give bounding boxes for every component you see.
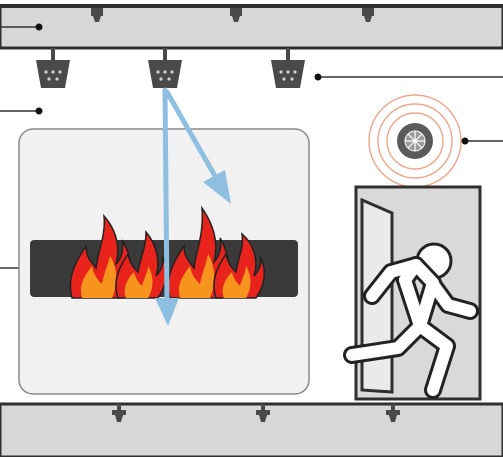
lower-floor-band	[0, 402, 503, 457]
runner-limb-fill	[426, 277, 476, 317]
runner-limb-fill	[346, 320, 426, 361]
runner-limb-fill	[399, 274, 426, 332]
runner-limb-fill	[366, 259, 422, 302]
leader-dot	[35, 23, 43, 31]
floor-nozzle-row-bottom	[112, 404, 400, 422]
leader-dot	[314, 73, 322, 81]
sprinkler-row	[36, 48, 503, 88]
water-spray-arrow-icon	[155, 87, 231, 326]
small-nozzle-icon	[112, 404, 126, 422]
small-nozzle-icon	[386, 404, 400, 422]
small-nozzle-icon	[362, 8, 374, 22]
small-nozzle-icon	[256, 404, 270, 422]
fire-alarm-icon	[368, 94, 503, 188]
sprinkler-head-icon	[148, 48, 182, 88]
ceiling-nozzle-row-top	[91, 8, 374, 22]
small-nozzle-icon	[91, 8, 103, 22]
small-nozzle-icon	[230, 8, 242, 22]
leader-dot	[461, 137, 469, 145]
leader-dot	[35, 107, 43, 115]
sprinkler-head-icon	[36, 48, 70, 88]
running-person-icon	[343, 242, 479, 399]
sprinkler-head-icon	[271, 48, 305, 88]
fire-icon	[69, 205, 266, 299]
upper-ceiling-band	[0, 4, 503, 50]
